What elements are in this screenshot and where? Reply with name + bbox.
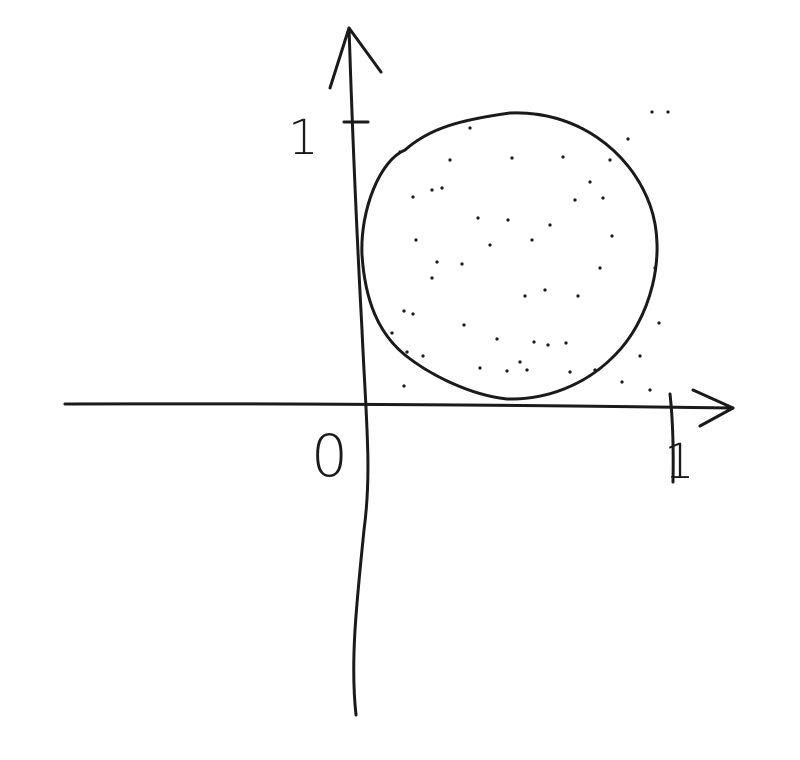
stipple-dot — [568, 370, 572, 374]
stipple-dot — [648, 388, 652, 392]
y-axis-arrowhead — [328, 26, 383, 90]
stipple-dot — [532, 340, 536, 344]
stipple-dot — [626, 137, 630, 141]
stipple-dot — [506, 218, 510, 222]
stipple-dot — [598, 266, 602, 270]
x-axis-arrowhead — [691, 388, 735, 428]
y-unit-label: 1 — [288, 110, 319, 166]
stipple-dot — [421, 354, 425, 358]
circle — [360, 111, 659, 401]
stipple-dot — [488, 243, 492, 247]
x-axis — [63, 402, 735, 410]
stipple-dot — [430, 188, 434, 192]
stipple-dot — [510, 156, 514, 160]
y-axis — [347, 26, 370, 717]
stipple-dot — [405, 350, 409, 354]
stipple-dot — [608, 158, 612, 162]
stipple-dot — [650, 110, 654, 114]
stipple-dot — [530, 238, 534, 242]
stipple-dot — [561, 155, 565, 159]
stipple-dot — [564, 341, 568, 345]
stipple-dot — [448, 158, 452, 162]
stipple-dot — [468, 126, 472, 130]
stipple-dot — [414, 238, 418, 242]
x-unit-tick — [668, 392, 675, 484]
stipple-dot — [620, 380, 624, 384]
stipple-dot — [657, 321, 661, 325]
stipple-dot — [523, 294, 527, 298]
stipple-dot — [588, 180, 592, 184]
stipple-dot — [402, 309, 406, 313]
stipple-dot — [440, 186, 444, 190]
stipple-dot — [411, 312, 415, 316]
stipple-dot — [593, 368, 597, 372]
stipple-dot — [390, 331, 394, 335]
stipple-dot — [430, 276, 434, 280]
stipple-dot — [666, 110, 670, 114]
random-points — [390, 110, 670, 392]
stipple-dot — [478, 366, 482, 370]
stipple-dot — [495, 337, 499, 341]
stipple-dot — [460, 262, 464, 266]
stipple-dot — [610, 234, 614, 238]
stipple-dot — [546, 343, 550, 347]
stipple-dot — [638, 354, 642, 358]
stipple-dot — [402, 384, 406, 388]
stipple-dot — [601, 196, 605, 200]
stipple-dot — [525, 368, 529, 372]
stipple-dot — [548, 223, 552, 227]
origin-label: 0 — [311, 422, 348, 490]
x-unit-label: 1 — [664, 434, 695, 490]
stipple-dot — [518, 360, 522, 364]
stipple-dot — [576, 294, 580, 298]
stipple-dot — [573, 198, 577, 202]
stipple-dot — [476, 216, 480, 220]
stipple-dot — [435, 260, 439, 264]
stipple-dot — [462, 323, 466, 327]
stipple-dot — [505, 369, 509, 373]
stipple-dot — [543, 288, 547, 292]
stipple-dot — [411, 195, 415, 199]
stipple-dot — [653, 266, 657, 270]
stipple-dot — [398, 150, 402, 154]
